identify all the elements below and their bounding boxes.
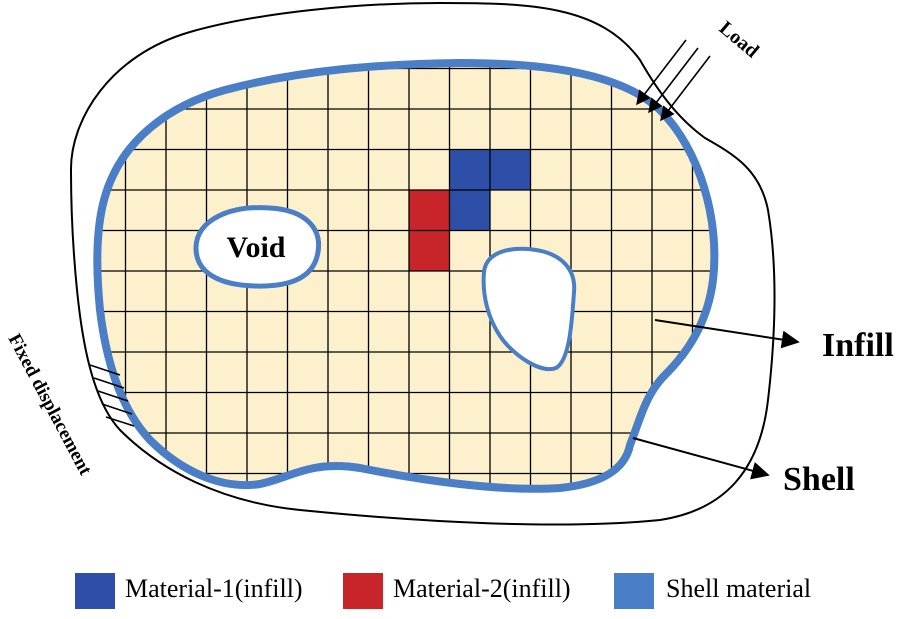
load-label: Load [715,17,763,62]
shell-boundary [93,59,719,493]
material-2-cell [409,190,450,231]
infill-arrow [654,319,800,349]
load-arrows [636,39,711,122]
material-2-cell [409,230,450,271]
outer-domain-boundary [69,1,776,526]
infill-label: Infill [822,327,894,364]
material-1-cell [449,190,490,231]
legend-swatch-material-1 [75,573,115,609]
material-1-cell [449,149,490,190]
legend: Material-1(infill) Material-2(infill) Sh… [75,573,811,609]
fixed-support-hatch [89,364,135,427]
legend-label-material-2: Material-2(infill) [393,574,571,603]
infill-region [97,63,715,489]
void-left [193,205,322,289]
void-right [481,246,577,372]
material-1-cell [490,149,531,190]
shell-label: Shell [783,461,855,498]
legend-label-shell: Shell material [666,574,811,603]
legend-swatch-material-2 [343,573,383,609]
fixed-displacement-label: Fixed displacement [4,330,96,479]
void-label: Void [227,231,286,264]
legend-swatch-shell [614,573,654,609]
legend-label-material-1: Material-1(infill) [125,574,303,603]
shell-arrow [632,437,770,480]
